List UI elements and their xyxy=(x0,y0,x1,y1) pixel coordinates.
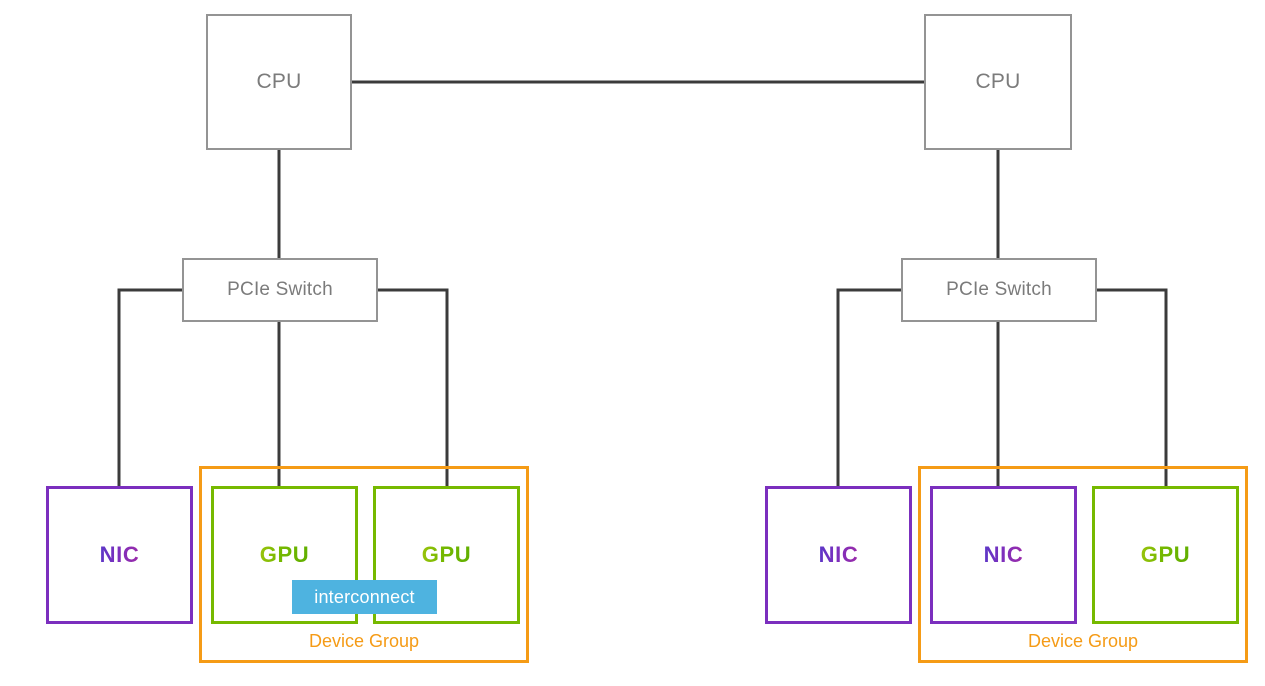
link-switch-right-to-nic-right-outer xyxy=(836,288,901,486)
node-pcie-switch-left-label: PCIe Switch xyxy=(227,279,333,300)
node-cpu-right[interactable]: CPU xyxy=(924,14,1072,150)
node-gpu-left-b-label: GPU xyxy=(421,542,472,567)
link-switch-left-to-gpu-left-b xyxy=(378,288,449,486)
node-gpu-left-a[interactable]: GPU xyxy=(211,486,358,624)
node-nic-right-outer-label: NIC xyxy=(818,542,859,567)
node-gpu-left-a-label: GPU xyxy=(259,542,310,567)
badge-interconnect-label: interconnect xyxy=(314,586,415,607)
node-nic-right-inner-label: NIC xyxy=(983,542,1024,567)
node-gpu-right[interactable]: GPU xyxy=(1092,486,1239,624)
node-cpu-right-label: CPU xyxy=(975,70,1021,93)
badge-interconnect[interactable]: interconnect xyxy=(292,580,437,614)
node-pcie-switch-right[interactable]: PCIe Switch xyxy=(901,258,1097,322)
link-switch-left-to-nic-left xyxy=(117,288,182,486)
device-group-left[interactable] xyxy=(199,466,529,663)
node-nic-left-outer-label: NIC xyxy=(99,542,140,567)
node-cpu-left-label: CPU xyxy=(256,70,302,93)
node-pcie-switch-left[interactable]: PCIe Switch xyxy=(182,258,378,322)
device-group-right-caption: Device Group xyxy=(1027,631,1139,651)
device-group-right[interactable] xyxy=(918,466,1248,663)
node-gpu-right-label: GPU xyxy=(1140,542,1191,567)
node-gpu-left-b[interactable]: GPU xyxy=(373,486,520,624)
device-group-left-caption: Device Group xyxy=(308,631,420,651)
node-cpu-left[interactable]: CPU xyxy=(206,14,352,150)
link-switch-right-to-gpu-right xyxy=(1096,288,1168,486)
node-pcie-switch-right-label: PCIe Switch xyxy=(946,279,1052,300)
node-nic-left-outer[interactable]: NIC xyxy=(46,486,193,624)
node-nic-right-inner[interactable]: NIC xyxy=(930,486,1077,624)
node-nic-right-outer[interactable]: NIC xyxy=(765,486,912,624)
